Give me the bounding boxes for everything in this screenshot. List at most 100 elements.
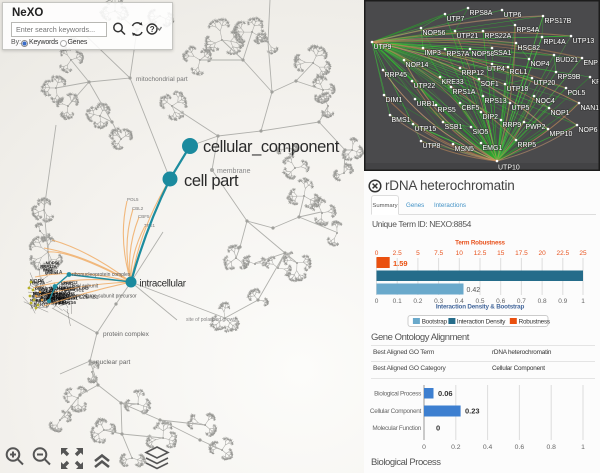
- svg-text:NOP58: NOP58: [472, 51, 495, 58]
- svg-text:1: 1: [581, 298, 585, 305]
- svg-text:22.5: 22.5: [556, 250, 569, 257]
- svg-text:Cellular Component: Cellular Component: [370, 408, 422, 415]
- svg-text:RPS17B: RPS17B: [545, 18, 572, 25]
- svg-text:membrane: membrane: [217, 168, 251, 175]
- svg-text:RPF2: RPF2: [49, 301, 61, 306]
- svg-text:0.23: 0.23: [465, 407, 480, 416]
- svg-text:0: 0: [375, 250, 379, 257]
- svg-text:UTP6: UTP6: [504, 12, 522, 19]
- svg-text:RPS9B: RPS9B: [558, 74, 581, 81]
- svg-text:preribosome, large subunit pre: preribosome, large subunit precursor: [55, 294, 137, 300]
- svg-text:Bootstrap: Bootstrap: [422, 319, 448, 326]
- svg-text:RPF2: RPF2: [53, 301, 65, 306]
- svg-text:5: 5: [416, 250, 420, 257]
- svg-text:Robustness: Robustness: [519, 319, 550, 326]
- svg-text:ribonucleoprotein complex: ribonucleoprotein complex: [72, 272, 131, 278]
- svg-text:0.1: 0.1: [393, 298, 402, 305]
- svg-text:NSA1: NSA1: [43, 290, 53, 294]
- svg-text:RCL1: RCL1: [510, 69, 528, 76]
- svg-text:RPL25: RPL25: [72, 294, 88, 300]
- svg-text:RPS5: RPS5: [438, 107, 456, 114]
- svg-text:MAK16: MAK16: [57, 286, 72, 291]
- svg-text:NOP15: NOP15: [51, 287, 69, 293]
- svg-text:0.6: 0.6: [496, 298, 505, 305]
- svg-text:cell part: cell part: [184, 172, 239, 190]
- svg-text:Interaction Density & Bootstra: Interaction Density & Bootstrap: [436, 304, 525, 311]
- svg-text:YTM1: YTM1: [46, 286, 58, 291]
- svg-text:LOC1: LOC1: [57, 293, 69, 298]
- svg-text:UTP21: UTP21: [457, 33, 479, 40]
- svg-text:15: 15: [497, 250, 505, 257]
- svg-text:0.6: 0.6: [515, 444, 525, 451]
- svg-text:RPS7A: RPS7A: [447, 51, 470, 58]
- svg-text:TIF6: TIF6: [51, 297, 61, 302]
- svg-text:0: 0: [422, 444, 426, 451]
- svg-text:MAK11: MAK11: [47, 295, 64, 301]
- svg-text:RRP1: RRP1: [59, 301, 71, 306]
- svg-text:0.2: 0.2: [451, 444, 461, 451]
- svg-text:NOP56: NOP56: [423, 30, 446, 37]
- svg-text:RPL7A: RPL7A: [47, 296, 62, 301]
- svg-text:RPL25: RPL25: [59, 292, 73, 297]
- svg-text:RPL4A: RPL4A: [544, 39, 567, 46]
- svg-text:0: 0: [375, 298, 379, 305]
- svg-text:7.5: 7.5: [434, 250, 443, 257]
- svg-text:RPS4A: RPS4A: [517, 27, 540, 34]
- svg-text:RRP45: RRP45: [385, 72, 408, 79]
- svg-text:KR: KR: [592, 79, 600, 86]
- svg-text:NOP4: NOP4: [531, 61, 550, 68]
- svg-text:2.5: 2.5: [393, 250, 402, 257]
- svg-text:RPL3: RPL3: [59, 296, 71, 301]
- svg-text:HSC82: HSC82: [518, 45, 541, 52]
- svg-text:MAK16: MAK16: [60, 300, 77, 306]
- svg-text:NIP7: NIP7: [46, 296, 57, 302]
- svg-text:KRE33: KRE33: [442, 79, 464, 86]
- svg-text:CIC1: CIC1: [74, 287, 85, 292]
- svg-text:RLP24: RLP24: [56, 295, 70, 300]
- svg-text:TIF6: TIF6: [61, 288, 71, 294]
- svg-text:DRS1: DRS1: [65, 295, 78, 300]
- svg-text:12.5: 12.5: [474, 250, 487, 257]
- svg-text:PWP2: PWP2: [526, 124, 546, 131]
- svg-text:BRX1: BRX1: [35, 286, 47, 291]
- svg-text:RRP12A: RRP12A: [40, 264, 57, 269]
- svg-text:RPS13: RPS13: [485, 98, 507, 105]
- svg-text:BMS1: BMS1: [392, 117, 411, 124]
- svg-text:0.9: 0.9: [558, 298, 567, 305]
- svg-text:NOC2: NOC2: [36, 299, 47, 303]
- svg-text:MSN5: MSN5: [455, 146, 475, 153]
- svg-text:SOF1: SOF1: [481, 81, 499, 88]
- svg-text:1.59: 1.59: [393, 259, 408, 268]
- svg-text:RPS8A: RPS8A: [470, 10, 493, 17]
- svg-text:0.42: 0.42: [467, 287, 481, 294]
- svg-text:ENP1: ENP1: [584, 60, 600, 67]
- svg-text:DBP10: DBP10: [63, 297, 75, 301]
- svg-text:site of polarized growth: site of polarized growth: [186, 317, 238, 323]
- svg-text:NOP58: NOP58: [48, 295, 64, 301]
- svg-text:17.5: 17.5: [515, 250, 528, 257]
- svg-text:0.8: 0.8: [546, 444, 556, 451]
- svg-text:RPS1A: RPS1A: [453, 89, 476, 96]
- svg-text:UTP30: UTP30: [45, 271, 59, 276]
- svg-text:NSA2: NSA2: [30, 298, 41, 303]
- svg-text:Molecular Function: Molecular Function: [372, 425, 421, 432]
- svg-text:RPL4B: RPL4B: [39, 289, 56, 295]
- svg-text:RRP1: RRP1: [67, 294, 78, 299]
- svg-text:UTP8: UTP8: [423, 143, 441, 150]
- svg-text:UTP7: UTP7: [447, 16, 465, 23]
- svg-text:NOP15: NOP15: [61, 292, 76, 297]
- svg-text:NOP1: NOP1: [551, 110, 570, 117]
- svg-text:20: 20: [538, 250, 546, 257]
- svg-text:protein complex: protein complex: [103, 331, 150, 338]
- svg-text:ERB1: ERB1: [41, 294, 55, 300]
- svg-text:POL5: POL5: [127, 197, 139, 202]
- svg-text:RPS1A: RPS1A: [46, 270, 63, 276]
- svg-text:25: 25: [579, 250, 587, 257]
- svg-text:IMP3: IMP3: [425, 50, 441, 57]
- svg-text:SSF1: SSF1: [55, 295, 66, 300]
- svg-text:RPL35A: RPL35A: [50, 295, 65, 299]
- svg-text:PUF6: PUF6: [41, 296, 52, 301]
- svg-text:NOG1: NOG1: [56, 292, 71, 298]
- svg-text:EMG1: EMG1: [483, 145, 503, 152]
- svg-text:ribosomal subunit: ribosomal subunit: [59, 284, 99, 290]
